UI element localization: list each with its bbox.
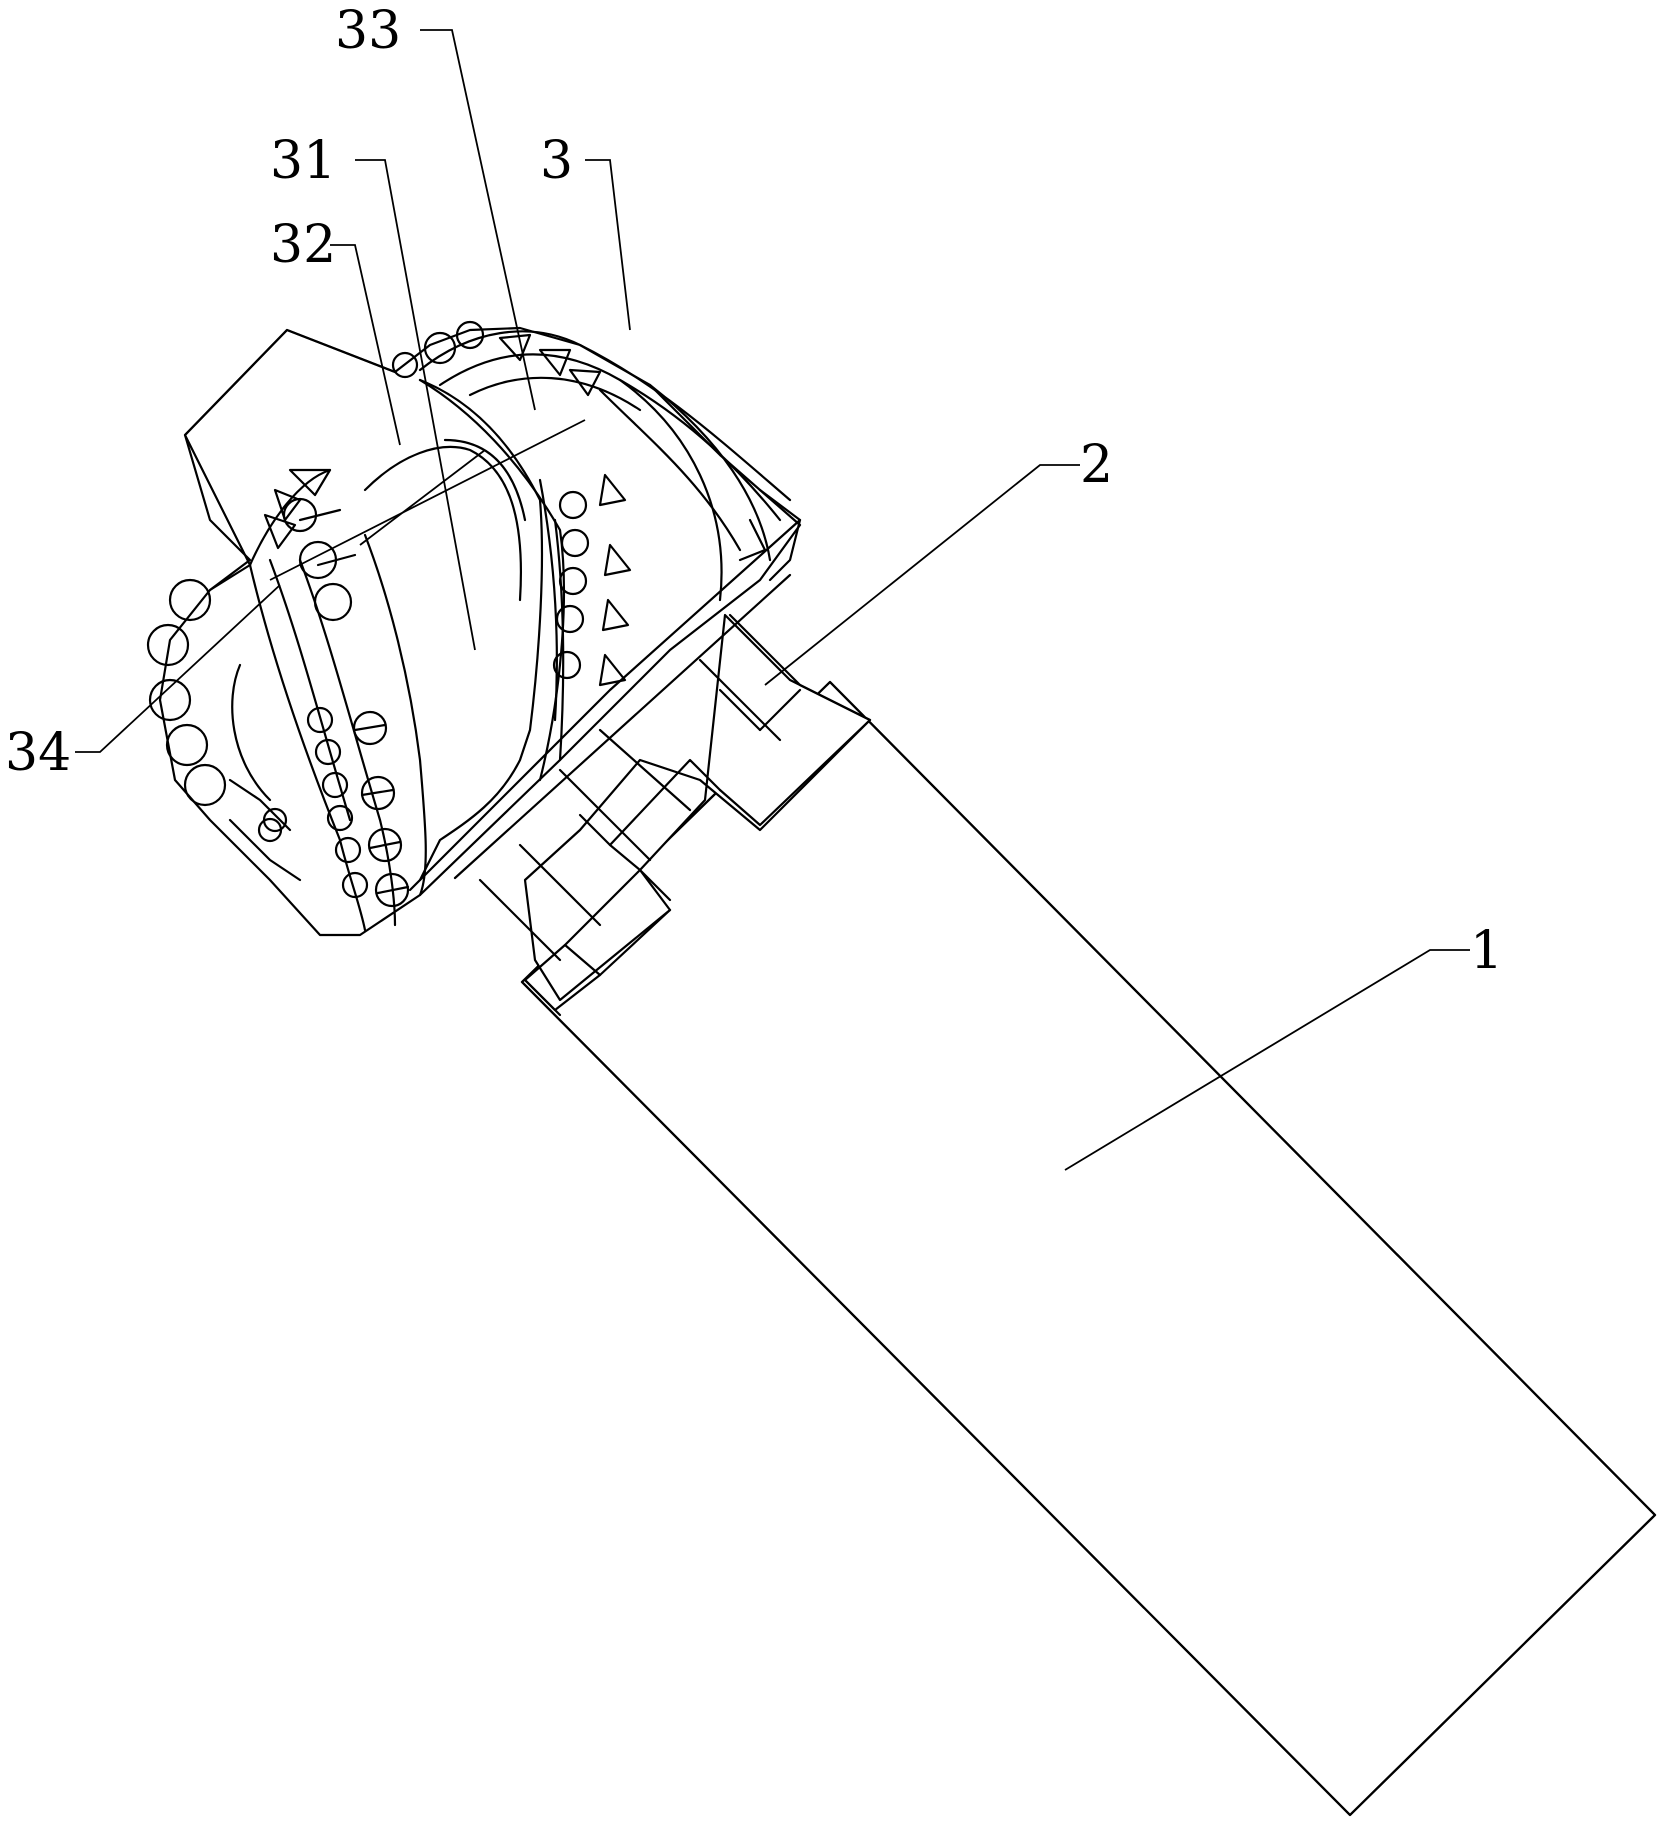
main-body-part-1 bbox=[520, 680, 1657, 1817]
drill-head-part-3 bbox=[146, 320, 802, 937]
cutters-right-blade bbox=[552, 473, 632, 687]
label-3: 3 bbox=[540, 131, 573, 191]
leader-lines bbox=[75, 29, 1470, 1171]
label-32: 32 bbox=[270, 215, 336, 275]
cutters-left-blade bbox=[306, 706, 410, 908]
gauge-buttons-part-34 bbox=[146, 563, 302, 882]
cutters-inner bbox=[263, 468, 357, 622]
label-2: 2 bbox=[1080, 435, 1113, 495]
label-31: 31 bbox=[270, 131, 336, 191]
label-34: 34 bbox=[5, 723, 71, 783]
label-33: 33 bbox=[335, 1, 401, 61]
label-1: 1 bbox=[1470, 921, 1503, 981]
connector-part-2 bbox=[478, 613, 872, 1017]
cutters-top bbox=[391, 320, 602, 397]
reference-labels: 1 2 3 31 32 33 34 bbox=[5, 1, 1503, 981]
